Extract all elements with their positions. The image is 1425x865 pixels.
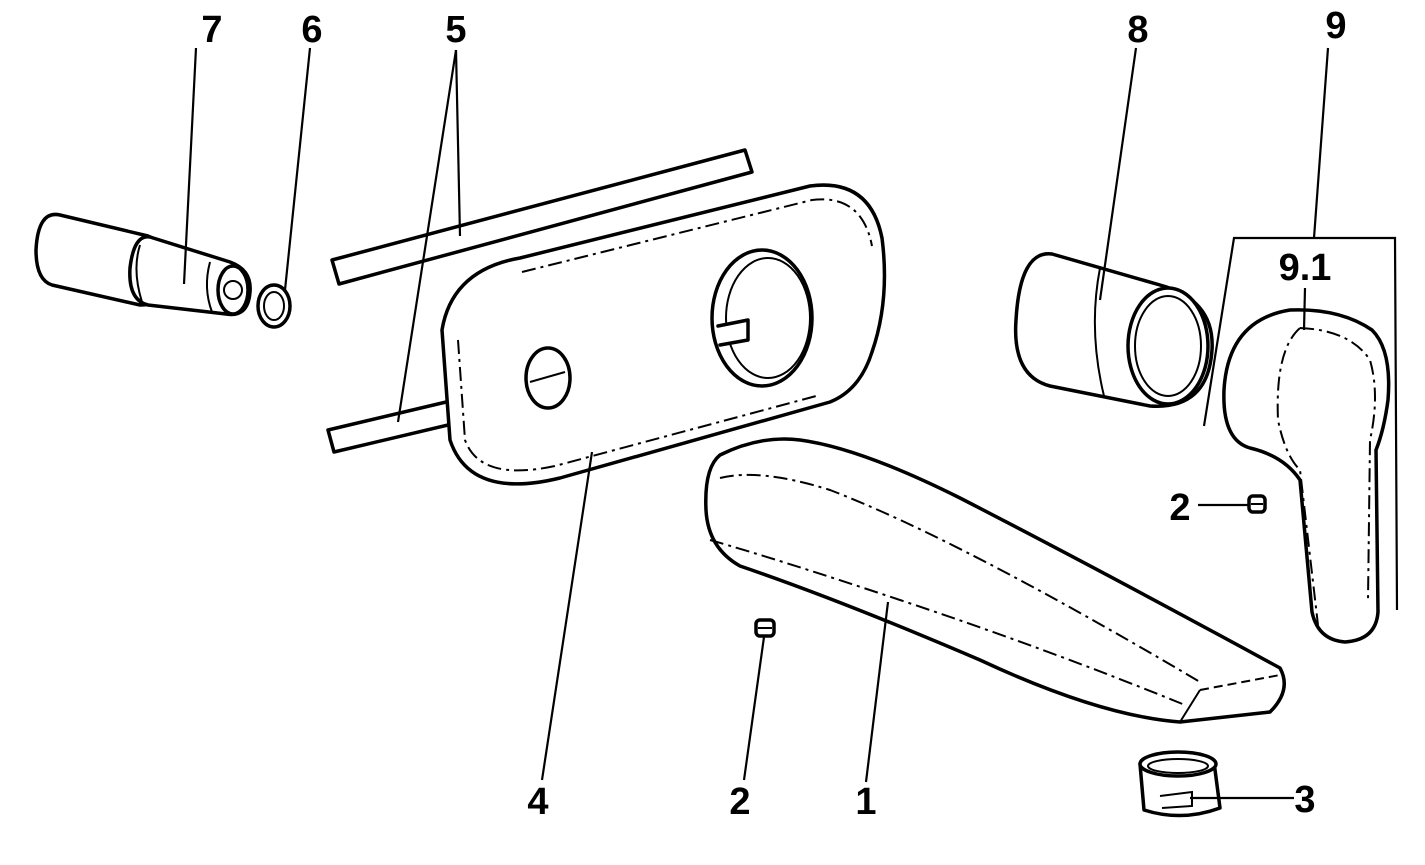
part-1-spout: [704, 437, 1286, 724]
callout-6: 6: [301, 9, 322, 51]
part-7-cartridge: [34, 212, 252, 317]
callout-4: 4: [527, 781, 548, 823]
callout-7: 7: [201, 9, 222, 51]
callout-9: 9: [1325, 5, 1346, 47]
callout-9-1: 9.1: [1279, 247, 1332, 289]
part-3-aerator: [1138, 750, 1222, 818]
part-9-lever-handle: [1222, 308, 1391, 644]
part-8-cover-sleeve: [1013, 252, 1214, 408]
callout-1: 1: [855, 781, 876, 823]
part-2-grub-screw-b: [1247, 494, 1267, 514]
part-6-o-ring: [256, 283, 292, 329]
callout-2-spout: 2: [729, 781, 750, 823]
callout-3: 3: [1294, 779, 1315, 821]
callout-2-handle: 2: [1169, 487, 1190, 529]
part-4-escutcheon-plate: [440, 183, 887, 486]
leader-lines: [182, 47, 1399, 800]
callout-8: 8: [1127, 9, 1148, 51]
part-2-grub-screw-a: [754, 618, 776, 638]
callout-5: 5: [445, 9, 466, 51]
callout-labels: 7 6 5 8 9 9.1 2 4 2 1 3: [201, 5, 1346, 823]
